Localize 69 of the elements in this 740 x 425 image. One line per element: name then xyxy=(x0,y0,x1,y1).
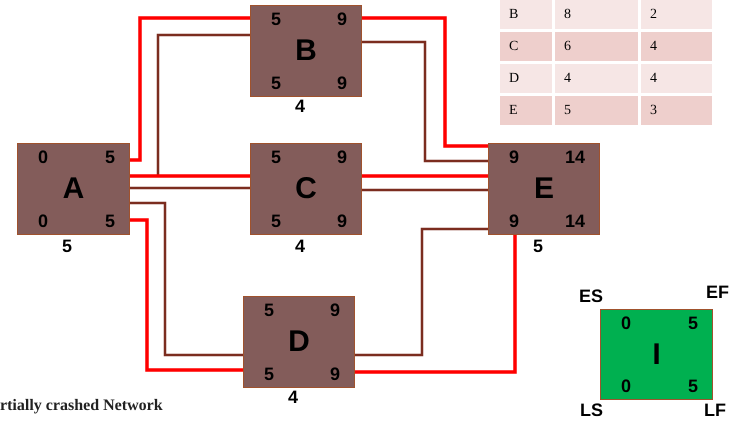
connector-line xyxy=(130,202,243,356)
connector-line xyxy=(130,16,250,162)
time-value: 9 xyxy=(330,365,340,383)
time-value: 5 xyxy=(271,10,282,28)
activity-box xyxy=(243,296,355,388)
connector-line xyxy=(130,218,243,372)
activity-name: E xyxy=(534,174,554,204)
activity-name: C xyxy=(295,174,317,204)
connector-line xyxy=(355,235,517,374)
table-cell: 6 xyxy=(555,32,638,61)
connector-line xyxy=(130,186,250,190)
table-cell: C xyxy=(500,32,552,61)
time-value: 0 xyxy=(621,377,632,395)
corner-label: LF xyxy=(704,401,726,419)
connector-line xyxy=(362,174,488,178)
activity-name: I xyxy=(652,340,661,370)
table-cell: 5 xyxy=(555,96,638,125)
caption-text: rtially crashed Network xyxy=(0,398,163,414)
table-cell: 8 xyxy=(555,0,638,29)
activity-name: A xyxy=(62,174,84,204)
activity-box xyxy=(250,143,362,235)
duration-label: 4 xyxy=(295,237,306,255)
time-value: 9 xyxy=(336,10,347,28)
time-value: 14 xyxy=(564,212,585,230)
time-value: 5 xyxy=(104,212,115,230)
time-value: 0 xyxy=(621,314,632,332)
time-value: 5 xyxy=(271,148,282,166)
table-cell: B xyxy=(500,0,552,29)
time-value: 5 xyxy=(688,377,698,395)
time-value: 9 xyxy=(509,212,520,230)
corner-label: LS xyxy=(580,401,604,419)
duration-label: 4 xyxy=(295,97,306,115)
duration-label: 5 xyxy=(533,237,544,255)
time-value: 5 xyxy=(264,365,274,383)
time-value: 5 xyxy=(104,148,115,166)
time-value: 14 xyxy=(564,148,585,166)
time-value: 5 xyxy=(264,301,274,319)
time-value: 5 xyxy=(271,74,282,92)
connector-line xyxy=(362,188,488,192)
activity-box xyxy=(250,5,362,97)
table-cell: 2 xyxy=(641,0,712,29)
table-cell: 4 xyxy=(641,32,712,61)
duration-label: 5 xyxy=(62,237,72,255)
activity-box xyxy=(488,143,600,235)
connector-line xyxy=(362,40,488,162)
activity-box xyxy=(600,309,713,400)
connector-line xyxy=(130,174,250,178)
connector-line xyxy=(362,16,488,148)
time-value: 9 xyxy=(336,74,347,92)
time-value: 9 xyxy=(336,148,347,166)
connector-line xyxy=(355,228,488,356)
table-cell: 4 xyxy=(641,64,712,93)
time-value: 5 xyxy=(688,314,698,332)
time-value: 9 xyxy=(509,148,520,166)
table-cell: E xyxy=(500,96,552,125)
table-cell: 4 xyxy=(555,64,638,93)
activity-name: B xyxy=(295,36,317,66)
time-value: 0 xyxy=(38,148,48,166)
table-cell: 3 xyxy=(641,96,712,125)
activity-name: D xyxy=(288,327,310,357)
time-value: 9 xyxy=(330,301,340,319)
time-value: 9 xyxy=(336,212,347,230)
duration-label: 4 xyxy=(288,388,298,406)
table-cell: D xyxy=(500,64,552,93)
corner-label: ES xyxy=(579,287,604,305)
time-value: 5 xyxy=(271,212,282,230)
corner-label: EF xyxy=(706,283,730,301)
time-value: 0 xyxy=(38,212,48,230)
activity-box xyxy=(17,143,130,235)
